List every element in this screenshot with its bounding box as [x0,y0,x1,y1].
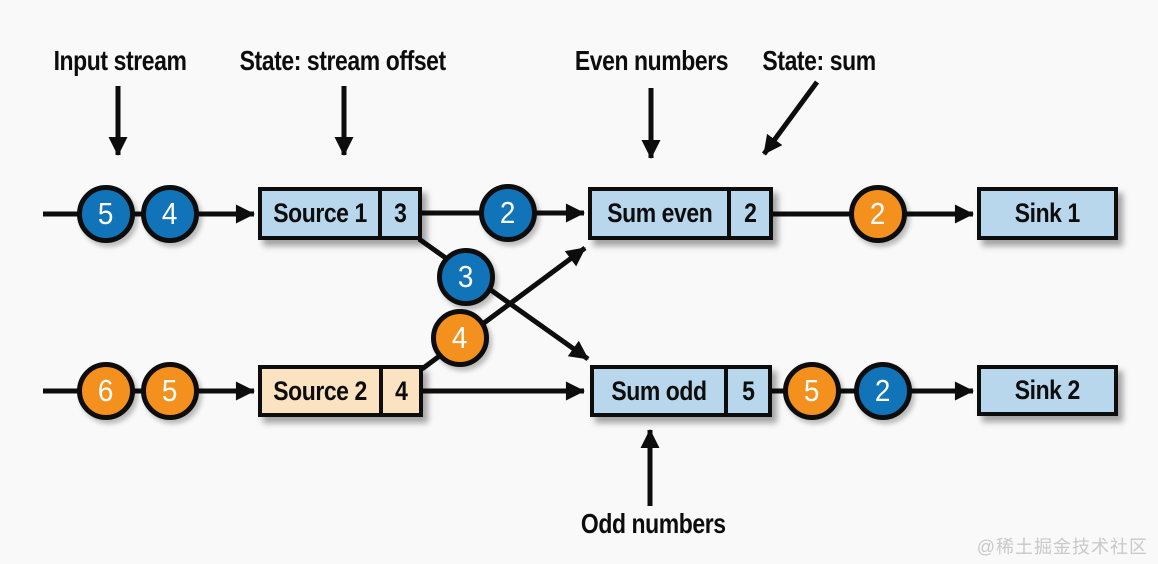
arrow-state-sum [761,80,820,156]
token-input2-6: 6 [77,362,135,420]
node-source-1-state: 3 [378,191,418,236]
watermark-text: @稀土掘金技术社区 [976,537,1148,557]
token-sum-odd-out-2: 2 [854,362,912,420]
node-source-1: Source 1 3 [258,187,422,240]
token-odd-3: 3 [437,248,495,306]
node-source-2: Source 2 4 [258,365,423,417]
node-sum-odd: Sum odd 5 [590,365,772,417]
label-state-stream-offset: State: stream offset [239,45,447,76]
node-source-2-state: 4 [379,369,419,413]
node-sum-even: Sum even 2 [588,187,773,240]
node-sum-even-label: Sum even [606,198,713,228]
token-sum-even-out-2: 2 [849,185,907,243]
node-sum-odd-label: Sum odd [611,375,707,406]
node-sink-1-label: Sink 1 [1014,198,1081,228]
node-source-1-label: Source 1 [273,198,367,228]
node-source-2-label: Source 2 [273,375,368,406]
label-input-stream: Input stream [53,45,187,76]
token-even-4: 4 [431,309,489,367]
token-input2-5: 5 [141,362,199,420]
token-even-2: 2 [479,184,537,242]
token-input1-5: 5 [77,185,135,243]
node-sink-2-label: Sink 2 [1014,375,1081,405]
token-input1-4: 4 [141,185,199,243]
token-sum-odd-out-5: 5 [783,362,841,420]
node-sink-1: Sink 1 [977,187,1118,240]
label-state-sum: State: sum [762,45,876,76]
node-sink-2: Sink 2 [977,365,1118,416]
label-even-numbers: Even numbers [574,45,728,76]
label-odd-numbers: Odd numbers [580,508,726,539]
node-sum-odd-state: 5 [724,369,768,413]
node-sum-even-state: 2 [727,191,769,236]
